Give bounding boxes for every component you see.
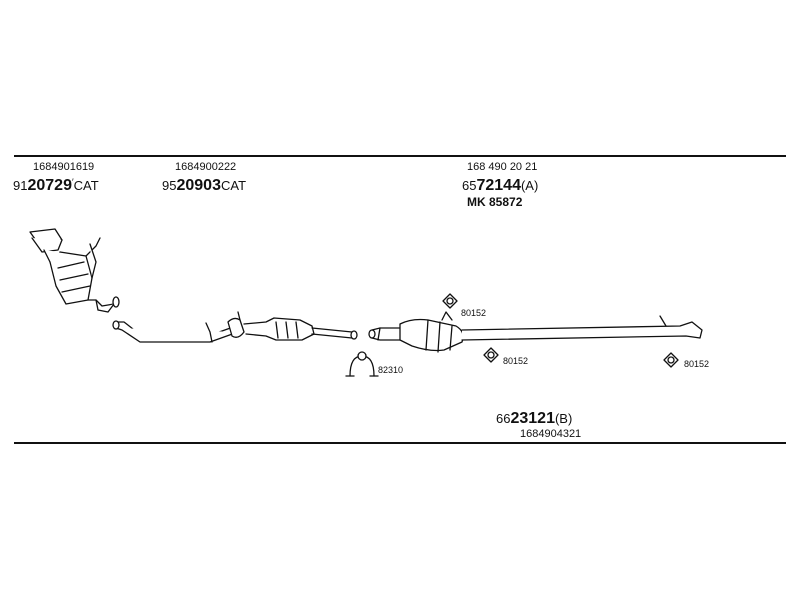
clamp-part-number: 82310 <box>378 365 404 375</box>
cat2-suffix: CAT <box>220 178 247 193</box>
rear-part-number: 6623121(B) <box>496 411 572 427</box>
cat1-part-number: 9120729′CAT <box>13 177 99 194</box>
cat2-part-number: 9520903CAT <box>162 178 246 194</box>
cat1-number: 20729 <box>27 177 72 194</box>
catalytic-converter-1 <box>29 228 120 313</box>
rear-oe-number: 1684904321 <box>520 428 582 440</box>
middle-part-number: 6572144(A) <box>462 178 538 194</box>
cat1-prefix: 91 <box>13 178 28 193</box>
bottom-rule <box>14 442 786 444</box>
front-pipe <box>112 320 239 343</box>
hanger-a-part-number: 80152 <box>461 308 487 318</box>
rear-number: 23121 <box>510 410 555 427</box>
clamp-icon <box>345 351 379 377</box>
cat2-number: 20903 <box>176 177 221 194</box>
hanger-c-part-number: 80152 <box>684 359 710 369</box>
hanger-b-icon <box>483 347 499 363</box>
middle-oe-number: 168 490 20 21 <box>467 161 538 173</box>
rear-suffix: (B) <box>554 411 573 426</box>
catalytic-converter-2 <box>227 311 358 341</box>
top-rule <box>14 155 786 157</box>
cat1-suffix: CAT <box>73 178 99 193</box>
cat1-oe-number: 1684901619 <box>33 161 95 173</box>
hanger-c-icon <box>663 352 679 368</box>
cat2-oe-number: 1684900222 <box>175 161 237 173</box>
rear-prefix: 66 <box>496 411 511 426</box>
middle-suffix: (A) <box>520 178 539 193</box>
hanger-a-icon <box>442 293 458 309</box>
middle-kit-number: MK 85872 <box>467 195 523 209</box>
middle-number: 72144 <box>476 177 521 194</box>
hanger-b-part-number: 80152 <box>503 356 529 366</box>
middle-prefix: 65 <box>462 178 477 193</box>
cat2-prefix: 95 <box>162 178 177 193</box>
middle-silencer <box>368 311 703 353</box>
